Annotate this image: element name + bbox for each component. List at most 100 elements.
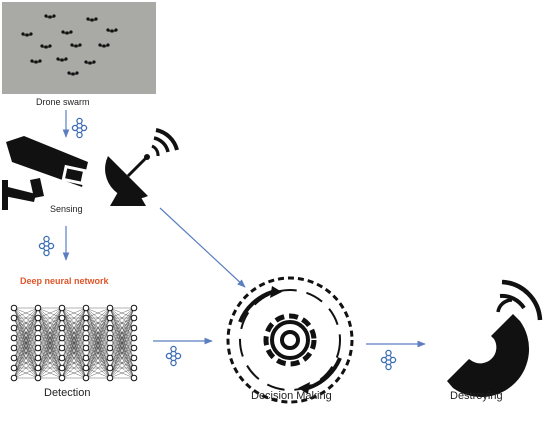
nn-edge [37, 317, 63, 379]
nn-edge [85, 307, 111, 379]
nn-node [130, 354, 138, 362]
nn-edge [61, 357, 87, 379]
nn-edge [61, 307, 87, 359]
label-drone-swarm: Drone swarm [36, 97, 90, 107]
nn-edge [109, 337, 135, 379]
nn-node [34, 324, 42, 332]
nn-edge [85, 307, 111, 339]
neural-network-icon [10, 304, 138, 382]
nn-edge [13, 347, 39, 379]
nn-edge [85, 367, 111, 379]
arrow-sensing-to-decision [159, 207, 246, 288]
nn-node [58, 304, 66, 312]
nn-node [10, 344, 18, 352]
nn-edge [13, 317, 39, 379]
nn-node [106, 344, 114, 352]
nn-node [82, 304, 90, 312]
nn-node [58, 344, 66, 352]
nn-node [130, 304, 138, 312]
nn-edge [37, 337, 63, 379]
nn-node [82, 334, 90, 342]
nn-edge [109, 307, 135, 369]
nn-edge [109, 357, 135, 379]
label-destroying: Destroying [450, 390, 503, 402]
nn-edge [85, 357, 111, 379]
nn-edge [61, 307, 87, 369]
nn-edge [13, 307, 39, 349]
nn-edge [85, 307, 111, 369]
nn-node [34, 344, 42, 352]
nn-edge [109, 367, 135, 379]
nn-edge [13, 307, 39, 379]
nn-node [82, 314, 90, 322]
nn-node [10, 324, 18, 332]
drone-swarm-photo [2, 2, 156, 94]
nn-edge [85, 327, 111, 379]
nn-node [106, 364, 114, 372]
nn-node [106, 354, 114, 362]
nn-node [130, 374, 138, 382]
nn-edge [13, 307, 39, 339]
label-detection: Detection [44, 387, 91, 399]
nn-edge [37, 307, 63, 319]
nn-edge [61, 347, 87, 379]
link-nodes-icon [165, 345, 182, 367]
nn-node [58, 314, 66, 322]
nn-edge [61, 307, 87, 339]
nn-edge [109, 307, 135, 329]
nn-node [34, 374, 42, 382]
nn-edge [37, 307, 63, 339]
label-dnn: Deep neural network [20, 276, 109, 286]
nn-node [106, 304, 114, 312]
nn-edge [61, 317, 87, 379]
nn-node [10, 364, 18, 372]
nn-edge [37, 367, 63, 379]
nn-node [106, 324, 114, 332]
nn-edge [109, 327, 135, 379]
link-nodes-icon [38, 235, 55, 257]
nn-node [130, 344, 138, 352]
nn-node [82, 344, 90, 352]
magnet-icon [443, 279, 543, 398]
nn-edge [109, 317, 135, 379]
nn-edge [85, 317, 111, 379]
nn-node [58, 374, 66, 382]
nn-edge [37, 307, 63, 349]
nn-node [130, 314, 138, 322]
nn-edge [13, 337, 39, 379]
nn-node [130, 324, 138, 332]
cctv-camera-icon [2, 136, 88, 210]
nn-edge [85, 307, 111, 329]
nn-edge [61, 337, 87, 379]
nn-edge [37, 347, 63, 379]
nn-node [106, 334, 114, 342]
nn-node [34, 364, 42, 372]
nn-edge [85, 307, 111, 359]
nn-edge [109, 307, 135, 339]
nn-edge [109, 347, 135, 379]
nn-node [10, 304, 18, 312]
nn-node [58, 354, 66, 362]
nn-edge [61, 367, 87, 379]
nn-edge [61, 307, 87, 349]
nn-node [58, 334, 66, 342]
nn-node [130, 364, 138, 372]
nn-node [10, 374, 18, 382]
label-sensing: Sensing [50, 204, 83, 214]
nn-node [106, 374, 114, 382]
nn-node [58, 364, 66, 372]
nn-node [10, 354, 18, 362]
nn-edge [85, 347, 111, 379]
nn-edge [109, 307, 135, 349]
nn-edge [37, 307, 63, 329]
nn-edge [37, 307, 63, 379]
nn-edge [13, 357, 39, 379]
nn-node [10, 334, 18, 342]
nn-edge [109, 307, 135, 379]
link-nodes-icon [71, 117, 88, 139]
nn-edge [61, 307, 87, 329]
gear-cycle-icon [226, 276, 354, 404]
link-nodes-icon [380, 349, 397, 371]
